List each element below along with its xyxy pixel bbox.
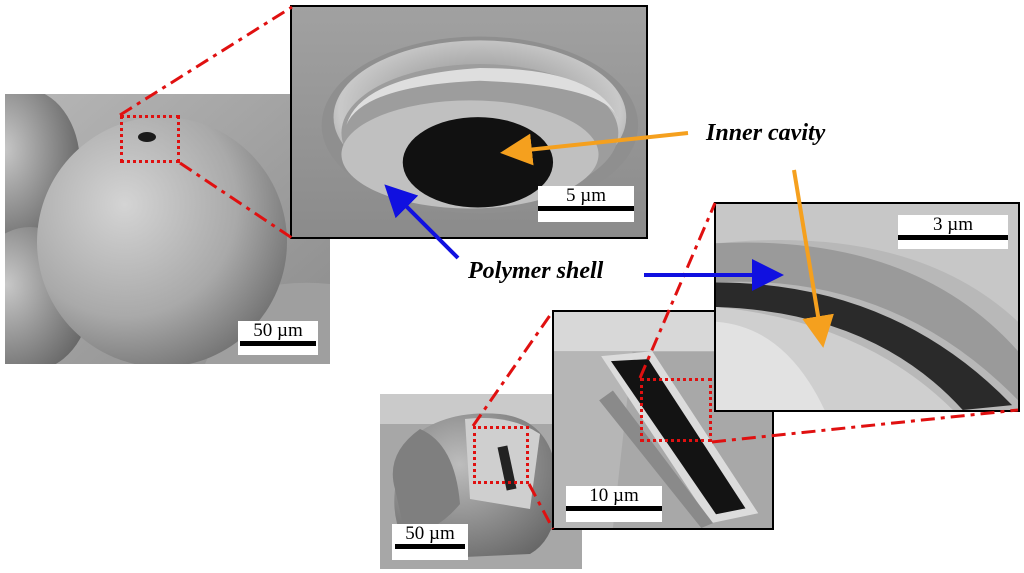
scale-bar-line — [395, 544, 465, 549]
scale-bar-label: 3 µm — [933, 214, 973, 235]
scale-bar-label: 50 µm — [253, 320, 303, 341]
scale-bar-line — [538, 206, 634, 211]
zoom-box-wall — [640, 378, 712, 442]
zoom-box-hole — [120, 115, 180, 163]
scale-bar-line — [566, 506, 662, 511]
sem-hole-zoom — [290, 5, 648, 239]
inner-cavity-label: Inner cavity — [706, 120, 826, 146]
scale-bar-fib-cut-zoom: 10 µm — [566, 486, 662, 522]
scale-bar-line — [240, 341, 316, 346]
scale-bar-wall-zoom: 3 µm — [898, 215, 1008, 249]
scale-bar-hole-zoom: 5 µm — [538, 186, 634, 222]
scale-bar-label: 50 µm — [405, 523, 455, 544]
scale-bar-sphere-overview: 50 µm — [238, 321, 318, 355]
zoom-box-trench — [473, 426, 529, 484]
scale-bar-line — [898, 235, 1008, 240]
polymer-shell-label: Polymer shell — [468, 258, 604, 284]
scale-bar-label: 5 µm — [566, 185, 606, 206]
scale-bar-label: 10 µm — [589, 485, 639, 506]
scale-bar-fib-cut-overview: 50 µm — [392, 524, 468, 560]
